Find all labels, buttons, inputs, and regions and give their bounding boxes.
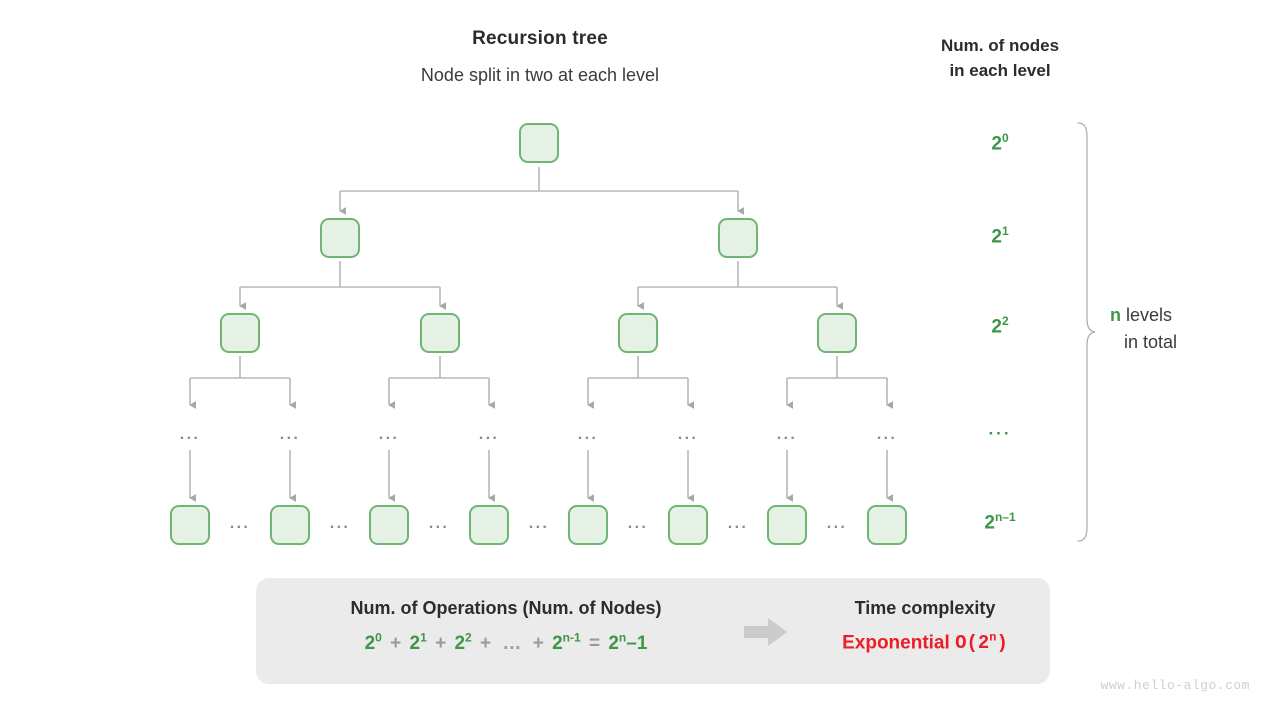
tree-node <box>320 218 360 258</box>
formula-term-1: 20 <box>364 631 382 655</box>
column-title: Num. of nodes in each level <box>900 33 1100 83</box>
tree-node <box>618 313 658 353</box>
level-count-label: 2n–1 <box>940 510 1060 534</box>
level-ellipsis: ··· <box>478 430 500 447</box>
levels-total-note: n levels in total <box>1110 302 1270 356</box>
operations-heading: Num. of Operations (Num. of Nodes) <box>350 598 662 618</box>
row-gap-ellipsis: ··· <box>329 519 351 536</box>
right-arrow-icon <box>744 618 787 646</box>
level-count-base: 2 <box>991 226 1002 248</box>
formula-op-4: + <box>532 633 544 655</box>
formula-result: 2n–1 <box>608 631 648 655</box>
levels-brace <box>1077 122 1096 542</box>
operations-formula: 20 + 21 + 22 + … + 2n-1 = 2n–1 <box>256 631 756 655</box>
level-count-exp: 0 <box>1001 131 1009 145</box>
complexity-word: Exponential <box>842 632 950 654</box>
level-ellipsis: ··· <box>776 430 798 447</box>
tree-node <box>420 313 460 353</box>
level-count-label: 22 <box>940 314 1060 338</box>
formula-op-2: + <box>435 633 447 655</box>
level-count-label: 21 <box>940 224 1060 248</box>
formula-equals: = <box>588 633 601 655</box>
levels-total-text: levels <box>1126 305 1173 325</box>
level-ellipsis: ··· <box>179 430 201 447</box>
formula-ellipsis: … <box>502 633 522 655</box>
row-gap-ellipsis: ··· <box>627 519 649 536</box>
level-count-exp: 2 <box>1001 314 1009 328</box>
tree-node <box>170 505 210 545</box>
level-ellipsis: ··· <box>876 430 898 447</box>
level-count-base: 2 <box>991 316 1002 338</box>
formula-term-4: 2n-1 <box>552 631 581 655</box>
complexity-bigo: O(2n) <box>955 631 1008 655</box>
operations-block: Num. of Operations (Num. of Nodes) 20 + … <box>256 598 756 655</box>
level-ellipsis: ··· <box>378 430 400 447</box>
tree-node <box>718 218 758 258</box>
formula-op-3: + <box>480 633 492 655</box>
level-count-exp: 1 <box>1001 224 1009 238</box>
formula-term-3: 22 <box>454 631 472 655</box>
level-count-exp: n–1 <box>994 510 1016 524</box>
row-gap-ellipsis: ··· <box>229 519 251 536</box>
tree-node <box>817 313 857 353</box>
tree-node <box>369 505 409 545</box>
row-gap-ellipsis: ··· <box>528 519 550 536</box>
formula-op-1: + <box>390 633 402 655</box>
tree-node <box>270 505 310 545</box>
tree-node <box>469 505 509 545</box>
tree-node <box>519 123 559 163</box>
formula-term-2: 21 <box>409 631 427 655</box>
level-count-label: ··· <box>940 424 1060 444</box>
watermark: www.hello-algo.com <box>1100 678 1250 693</box>
tree-node <box>220 313 260 353</box>
complexity-heading: Time complexity <box>854 598 996 618</box>
row-gap-ellipsis: ··· <box>826 519 848 536</box>
level-count-base: 2 <box>991 133 1002 155</box>
tree-node <box>867 505 907 545</box>
level-count-base: 2 <box>984 512 995 534</box>
complexity-value: Exponential O(2n) <box>800 631 1050 654</box>
row-gap-ellipsis: ··· <box>727 519 749 536</box>
tree-node <box>568 505 608 545</box>
summary-panel <box>256 578 1050 684</box>
tree-node <box>767 505 807 545</box>
tree-node <box>668 505 708 545</box>
page-subtitle: Node split in two at each level <box>420 65 660 85</box>
column-title-line1: Num. of nodes <box>940 36 1060 55</box>
level-count-base: ··· <box>988 424 1012 443</box>
complexity-block: Time complexity Exponential O(2n) <box>800 598 1050 654</box>
column-title-line2: in each level <box>949 61 1051 80</box>
levels-total-line2: in total <box>1124 332 1178 352</box>
level-ellipsis: ··· <box>577 430 599 447</box>
levels-total-highlight: n <box>1110 305 1121 325</box>
level-count-label: 20 <box>940 131 1060 155</box>
page-title: Recursion tree <box>472 28 608 49</box>
level-ellipsis: ··· <box>279 430 301 447</box>
row-gap-ellipsis: ··· <box>428 519 450 536</box>
level-ellipsis: ··· <box>677 430 699 447</box>
